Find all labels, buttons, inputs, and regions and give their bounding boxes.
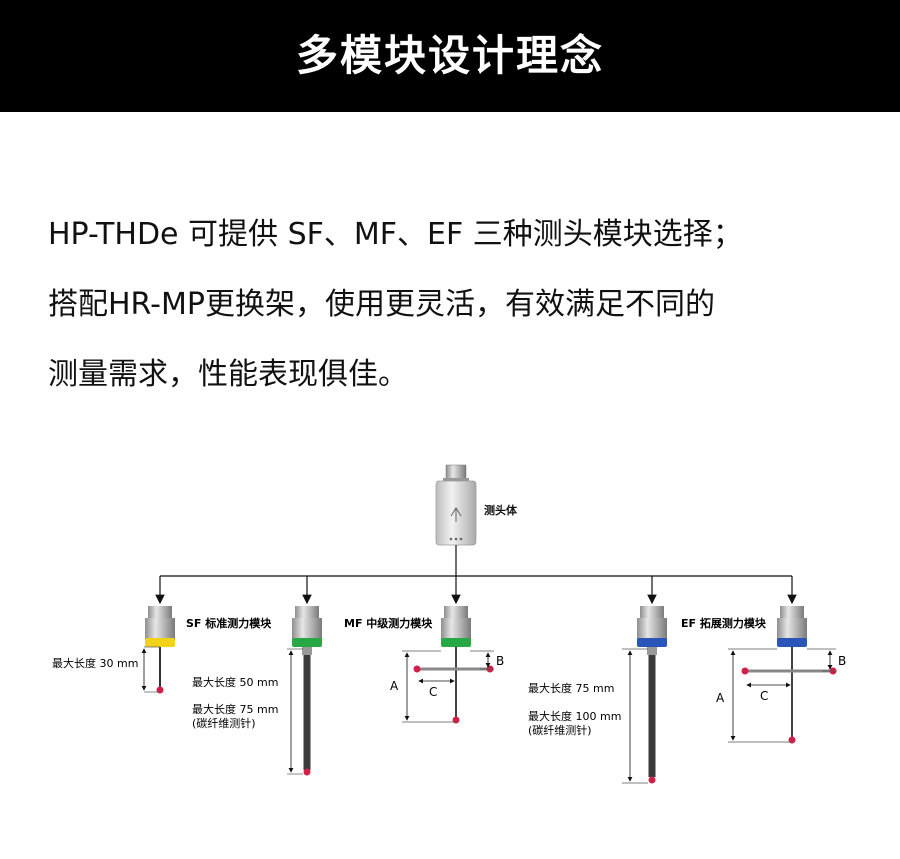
mf-dim-c: C (429, 685, 437, 699)
intro-line-1: HP-THDe 可提供 SF、MF、EF 三种测头模块选择； (48, 217, 743, 252)
mf-ring-2 (441, 638, 471, 647)
mf-module-label: MF 中级测力模块 (344, 616, 433, 630)
sf-ring (145, 638, 175, 647)
ef-tip-1 (648, 776, 656, 784)
mf-tip-left (413, 665, 421, 673)
sf-module (145, 606, 175, 694)
ef-tip-bottom (788, 736, 796, 744)
ef-ring-2 (777, 638, 807, 647)
mf-dim-b: B (496, 654, 504, 668)
ef-carbon-note: (碳纤维测针) (528, 723, 592, 737)
ef-max-length-100: 最大长度 100 mm (528, 709, 621, 723)
ef-max-length-75: 最大长度 75 mm (528, 681, 614, 695)
ef-ring-1 (637, 638, 667, 647)
sf-max-length: 最大长度 30 mm (52, 656, 138, 670)
module-diagram: 测头体 SF 标准测力模块 最大长度 30 mm 最大长度 50 mm 最大长度… (52, 464, 846, 784)
intro-line-3: 测量需求，性能表现俱佳。 (48, 357, 408, 392)
intro-text: HP-THDe 可提供 SF、MF、EF 三种测头模块选择； 搭配HR-MP更换… (48, 200, 878, 410)
mf-module-long (292, 606, 322, 776)
mf-tip-bottom (452, 716, 460, 724)
probe-body-label: 测头体 (484, 503, 518, 517)
sf-module-label: SF 标准测力模块 (186, 616, 272, 630)
ef-tip-left (741, 667, 749, 675)
mf-ring-1 (292, 638, 322, 647)
mf-max-length-75: 最大长度 75 mm (192, 702, 278, 716)
probe-body (435, 464, 477, 546)
title-banner: 多模块设计理念 (0, 0, 900, 112)
mf-dim-a: A (390, 679, 399, 693)
ef-module-label: EF 拓展测力模块 (681, 616, 767, 630)
mf-carbon-note: (碳纤维测针) (192, 716, 256, 730)
sf-tip (156, 686, 164, 694)
page-title: 多模块设计理念 (295, 31, 604, 80)
connector-lines (155, 545, 797, 605)
mf-module-star (413, 606, 494, 724)
ef-module-long (637, 606, 667, 784)
ef-dim-c: C (760, 689, 768, 703)
intro-line-2: 搭配HR-MP更换架，使用更灵活，有效满足不同的 (48, 287, 715, 322)
ef-dim-b: B (838, 654, 846, 668)
ef-module-star (741, 606, 837, 744)
ef-dim-a: A (716, 691, 725, 705)
mf-max-length-50: 最大长度 50 mm (192, 675, 278, 689)
mf-tip-1 (303, 768, 311, 776)
